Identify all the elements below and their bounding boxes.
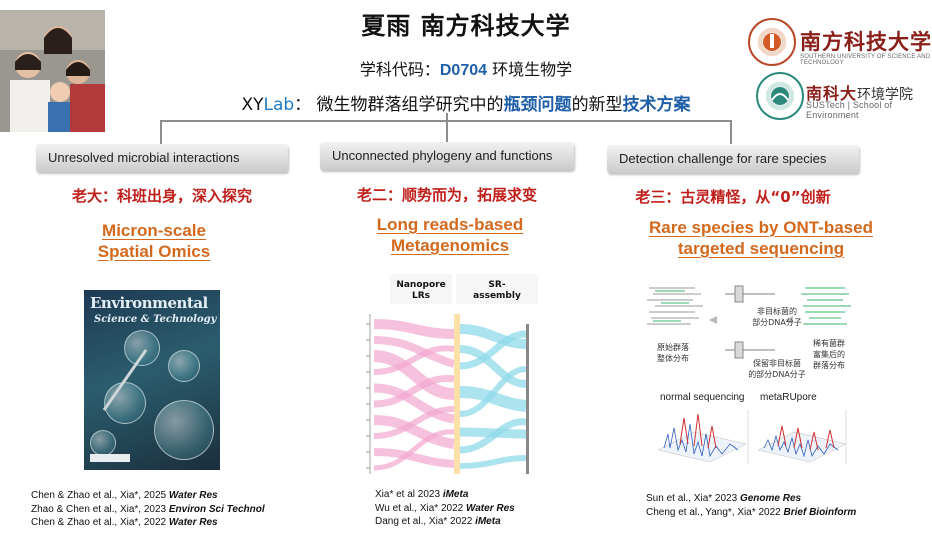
tagline-bottleneck: 瓶颈问题 — [503, 95, 572, 115]
connector-right — [730, 120, 732, 144]
connector-left — [160, 120, 162, 144]
cover-bubble — [90, 430, 116, 456]
category-pill-phylogeny: Unconnected phylogeny and functions — [320, 142, 574, 170]
citation: Chen & Zhao et al., Xia*, 2022 Water Res — [31, 517, 218, 528]
sustech-logo-icon — [748, 18, 796, 66]
school-logo-en: SUSTech | School of Environment — [806, 100, 893, 120]
motto-eldest: 老大：科班出身，深入探究 — [71, 187, 252, 205]
tagline-text: ： 微生物群落组学研究中的 — [294, 95, 504, 115]
cover-bubble — [154, 400, 214, 460]
method-link-line2: Metagenomics — [390, 236, 510, 255]
citation: Wu et al., Xia* 2022 Water Res — [375, 502, 515, 514]
citation: Xia* et al 2023 iMeta — [375, 489, 469, 500]
surface-title-normal: normal sequencing — [660, 392, 745, 403]
method-link-line1: Long reads-based — [376, 215, 524, 234]
discipline-name: 环境生物学 — [487, 60, 573, 79]
motto-third: 老三：古灵精怪，从“0”创新 — [635, 188, 831, 206]
label-enriched-community: 稀有菌群 富集后的 群落分布 — [813, 339, 845, 370]
citation: Dang et al., Xia* 2022 iMeta — [375, 516, 501, 527]
profile-photo — [0, 10, 105, 132]
school-logo-title: 南科大环境学院 — [806, 80, 913, 104]
citation: Cheng et al., Yang*, Xia* 2022 Brief Bio… — [646, 506, 857, 518]
discipline-code-label: 学科代码： — [359, 60, 440, 79]
page-title: 夏雨 南方科技大学 — [361, 12, 571, 40]
cover-bubble — [124, 330, 160, 366]
cover-journal-subtitle: Science & Technology — [94, 314, 217, 325]
citation: Chen & Zhao et al., Xia*, 2025 Water Res — [31, 490, 218, 501]
method-link-line2: targeted sequencing — [677, 239, 845, 258]
category-pill-interactions: Unresolved microbial interactions — [36, 144, 288, 172]
method-link-spatial-omics[interactable]: Micron-scale Spatial Omics — [36, 220, 272, 262]
method-link-line1: Micron-scale — [102, 221, 206, 240]
cover-journal-title: Environmental — [90, 294, 208, 312]
surface-title-metarupore: metaRUpore — [760, 392, 817, 403]
tagline-mid: 的新型 — [571, 95, 623, 115]
cover-probe-icon — [90, 349, 148, 462]
tagline-solution: 技术方案 — [622, 95, 691, 115]
cover-bubble — [104, 382, 146, 424]
citations-long-reads: Xia* et al 2023 iMeta Wu et al., Xia* 20… — [375, 488, 595, 529]
method-link-rare-species[interactable]: Rare species by ONT-based targeted seque… — [630, 217, 892, 259]
method-link-long-reads[interactable]: Long reads-based Metagenomics — [330, 214, 570, 256]
category-pill-rare-species: Detection challenge for rare species — [607, 145, 859, 173]
sequencing-surface-plots: normal sequencing metaRUpore — [650, 390, 850, 470]
lab-name-xy: XY — [241, 95, 264, 115]
school-logo-cn: 环境学院 — [857, 87, 914, 103]
discipline-code: 学科代码：D0704 环境生物学 — [0, 56, 932, 80]
label-rejected-dna: 保留非目标菌 的部分DNA分子 — [748, 359, 806, 379]
citation: Zhao & Chen et al., Xia*, 2023 Environ S… — [31, 503, 265, 515]
cover-bubble — [168, 350, 200, 382]
lab-tagline: XYLab： 微生物群落组学研究中的瓶颈问题的新型技术方案 — [0, 90, 932, 115]
university-logo-name: 南方科技大学 — [800, 29, 932, 54]
targeted-sequencing-schematic: 原始群落 整体分布 非目标菌的 部分DNA分子 保留非目标菌 的部分DNA分子 … — [645, 280, 855, 380]
journal-cover-image: Environmental Science & Technology — [84, 290, 220, 470]
citations-spatial-omics: Chen & Zhao et al., Xia*, 2025 Water Res… — [31, 489, 331, 530]
citation: Sun et al., Xia* 2023 Genome Res — [646, 493, 802, 504]
lab-name-lab: Lab — [263, 95, 295, 115]
method-link-line1: Rare species by ONT-based — [649, 218, 873, 237]
label-kept-dna: 非目标菌的 部分DNA分子 — [752, 307, 802, 327]
connector-middle — [446, 113, 448, 143]
motto-second: 老二：顺势而为，拓展求变 — [356, 186, 537, 204]
label-original-community: 原始群落 整体分布 — [657, 343, 689, 363]
school-logo-icon — [756, 72, 804, 120]
citations-rare-species: Sun et al., Xia* 2023 Genome Res Cheng e… — [646, 492, 926, 519]
school-logo-name: 南科大 — [806, 84, 858, 103]
university-logo-en: SOUTHERN UNIVERSITY OF SCIENCE AND TECHN… — [800, 54, 931, 66]
discipline-code-value: D0704 — [439, 62, 488, 79]
sankey-right-header: SR-assembly — [473, 280, 521, 301]
method-link-line2: Spatial Omics — [97, 242, 211, 261]
